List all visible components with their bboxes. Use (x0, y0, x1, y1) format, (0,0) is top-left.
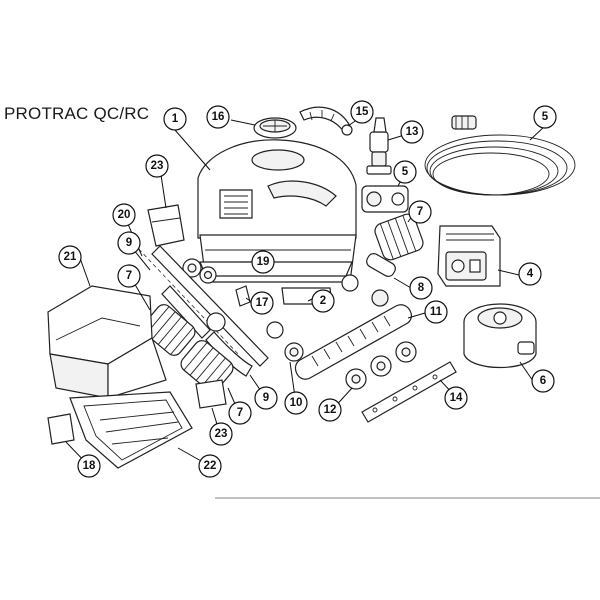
svg-text:17: 17 (256, 297, 269, 309)
svg-text:4: 4 (527, 268, 534, 280)
pulleys (345, 341, 417, 390)
callout-1: 1 (163, 107, 187, 131)
svg-text:6: 6 (540, 375, 546, 387)
svg-text:5: 5 (402, 166, 409, 178)
svg-text:11: 11 (430, 306, 443, 318)
latch-lower (195, 379, 227, 409)
svg-text:9: 9 (126, 237, 132, 249)
callout-19: 20 (112, 203, 136, 227)
filter-cartridge (47, 285, 167, 399)
callout-12: 12 (318, 398, 342, 422)
svg-text:22: 22 (204, 460, 217, 472)
svg-text:23: 23 (151, 160, 164, 172)
callout-23-bottom: 23 (209, 422, 233, 446)
svg-text:21: 21 (64, 251, 77, 263)
svg-text:5: 5 (542, 111, 549, 123)
callout-7-left: 7 (117, 264, 141, 288)
svg-text:16: 16 (212, 111, 225, 123)
svg-text:1: 1 (172, 113, 179, 125)
callout-7-right: 7 (408, 200, 432, 224)
power-supply (437, 225, 501, 287)
callout-20: 21 (58, 245, 82, 269)
svg-text:14: 14 (450, 392, 463, 404)
drive-wheels (182, 258, 304, 362)
callout-3: 4 (518, 262, 542, 286)
brush-roller-right (374, 213, 424, 261)
callout-14: 14 (444, 386, 468, 410)
svg-text:7: 7 (126, 270, 132, 282)
svg-text:7: 7 (417, 206, 423, 218)
callout-22: 18 (77, 454, 101, 478)
callout-17: 17 (250, 291, 274, 315)
svg-text:2: 2 (320, 295, 326, 307)
callout-8: 8 (409, 276, 433, 300)
clip (235, 285, 251, 307)
axle-rods (133, 243, 269, 377)
callout-16: 16 (206, 105, 230, 129)
callout-21: 22 (198, 454, 222, 478)
svg-text:23: 23 (215, 428, 228, 440)
callout-13: 13 (400, 120, 424, 144)
callout-10: 10 (284, 391, 308, 415)
screw-strip (361, 361, 457, 423)
latch-upper (147, 204, 185, 247)
svg-text:12: 12 (324, 404, 337, 416)
diagram-title: PROTRAC QC/RC (4, 104, 150, 123)
callout-4: 5 (533, 105, 557, 129)
handle-part (299, 106, 353, 136)
callout-7-bottom: 7 (228, 401, 252, 425)
power-cable-coil (424, 115, 576, 196)
callout-6: 6 (531, 369, 555, 393)
svg-text:19: 19 (257, 256, 270, 268)
swivel-connector (366, 117, 392, 175)
svg-text:13: 13 (406, 126, 419, 138)
frame-rail (199, 261, 353, 277)
callout-5: 5 (393, 160, 417, 184)
roller-tube (366, 253, 396, 277)
callout-9-bottom: 9 (254, 386, 278, 410)
svg-text:8: 8 (418, 282, 425, 294)
svg-text:20: 20 (118, 209, 131, 221)
filter-cap (253, 117, 297, 139)
svg-text:7: 7 (237, 407, 243, 419)
svg-text:9: 9 (263, 392, 269, 404)
brush-roller-left-bottom (180, 340, 234, 392)
svg-text:15: 15 (356, 106, 369, 118)
callout-11: 11 (424, 300, 448, 324)
callouts: 1 16 15 13 5 23 5 7 20 9 21 19 4 7 8 17 … (58, 100, 557, 478)
brush-roller-left-top (142, 304, 196, 356)
filter-tray (69, 391, 193, 469)
svg-text:10: 10 (290, 397, 303, 409)
side-bracket (361, 185, 409, 213)
callout-23-top: 23 (145, 154, 169, 178)
drive-track (295, 304, 412, 380)
callout-9-top: 9 (117, 231, 141, 255)
callout-2: 2 (311, 289, 335, 313)
small-plate (47, 413, 75, 445)
callout-18: 19 (251, 250, 275, 274)
main-body (197, 139, 357, 283)
pump-motor (463, 303, 537, 369)
callout-15: 15 (350, 100, 374, 124)
svg-text:18: 18 (83, 460, 96, 472)
